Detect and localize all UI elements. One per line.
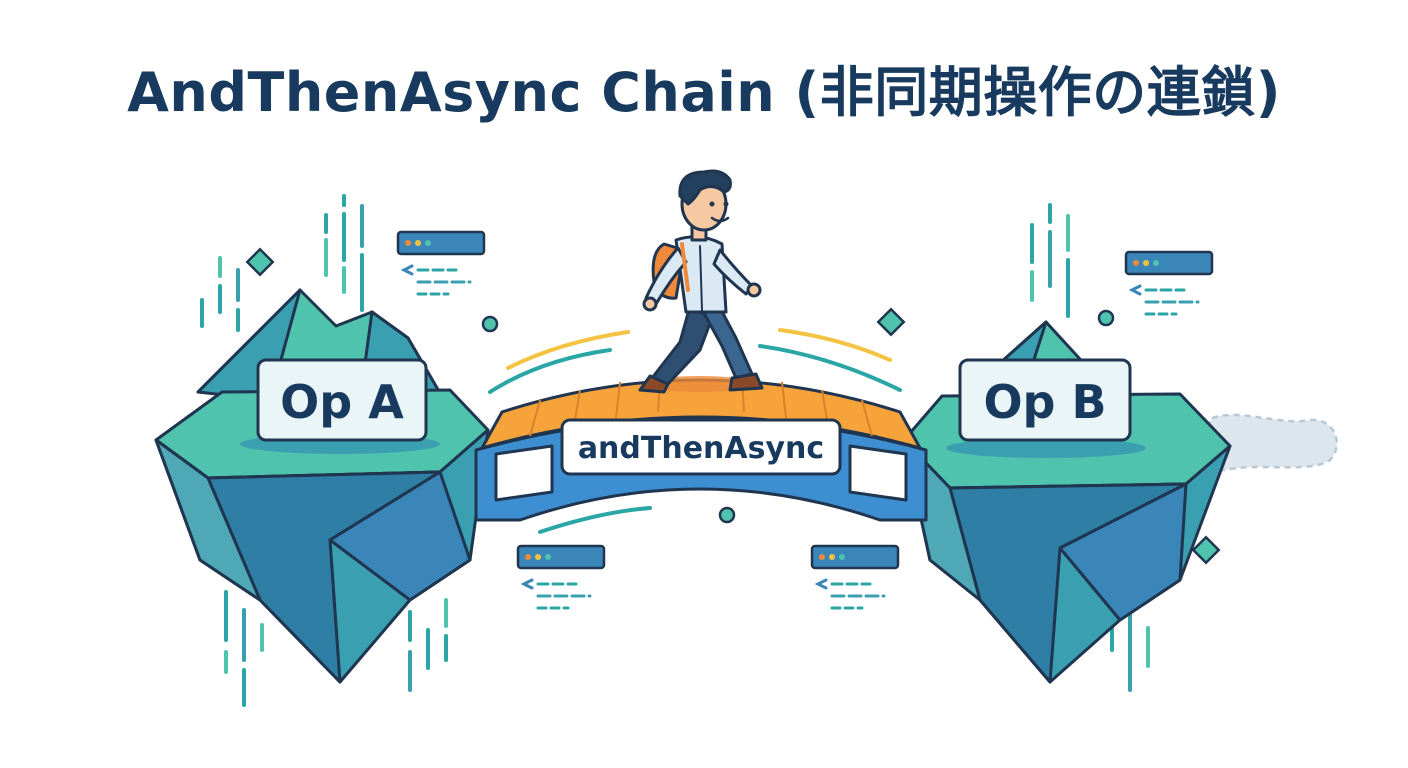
dot-icon [1097,309,1115,327]
and-then-async-label: andThenAsync [578,431,824,466]
island-op-a [154,288,490,684]
and-then-async-node: andThenAsync [560,418,842,476]
diamond-icon [245,247,275,277]
op-a-label: Op A [280,375,404,429]
diagram-title: AndThenAsync Chain (非同期操作の連鎖) [127,61,1281,124]
data-stream-right-top [1030,203,1070,318]
next-placeholder-shape [1203,413,1339,472]
data-stream-left-bottom [224,590,448,707]
code-window-icon [396,230,486,296]
code-window-icon [810,544,900,610]
dot-icon [718,506,736,524]
op-b-label: Op B [983,375,1106,429]
op-b-node: Op B [958,358,1132,442]
person-walking-icon [638,169,764,394]
op-a-node: Op A [256,358,428,442]
data-stream-left-top [200,194,364,332]
diamond-icon [876,307,906,337]
code-window-icon [1124,250,1214,316]
dot-icon [481,315,499,333]
code-window-icon [516,544,606,610]
diamond-icon [1191,535,1221,565]
